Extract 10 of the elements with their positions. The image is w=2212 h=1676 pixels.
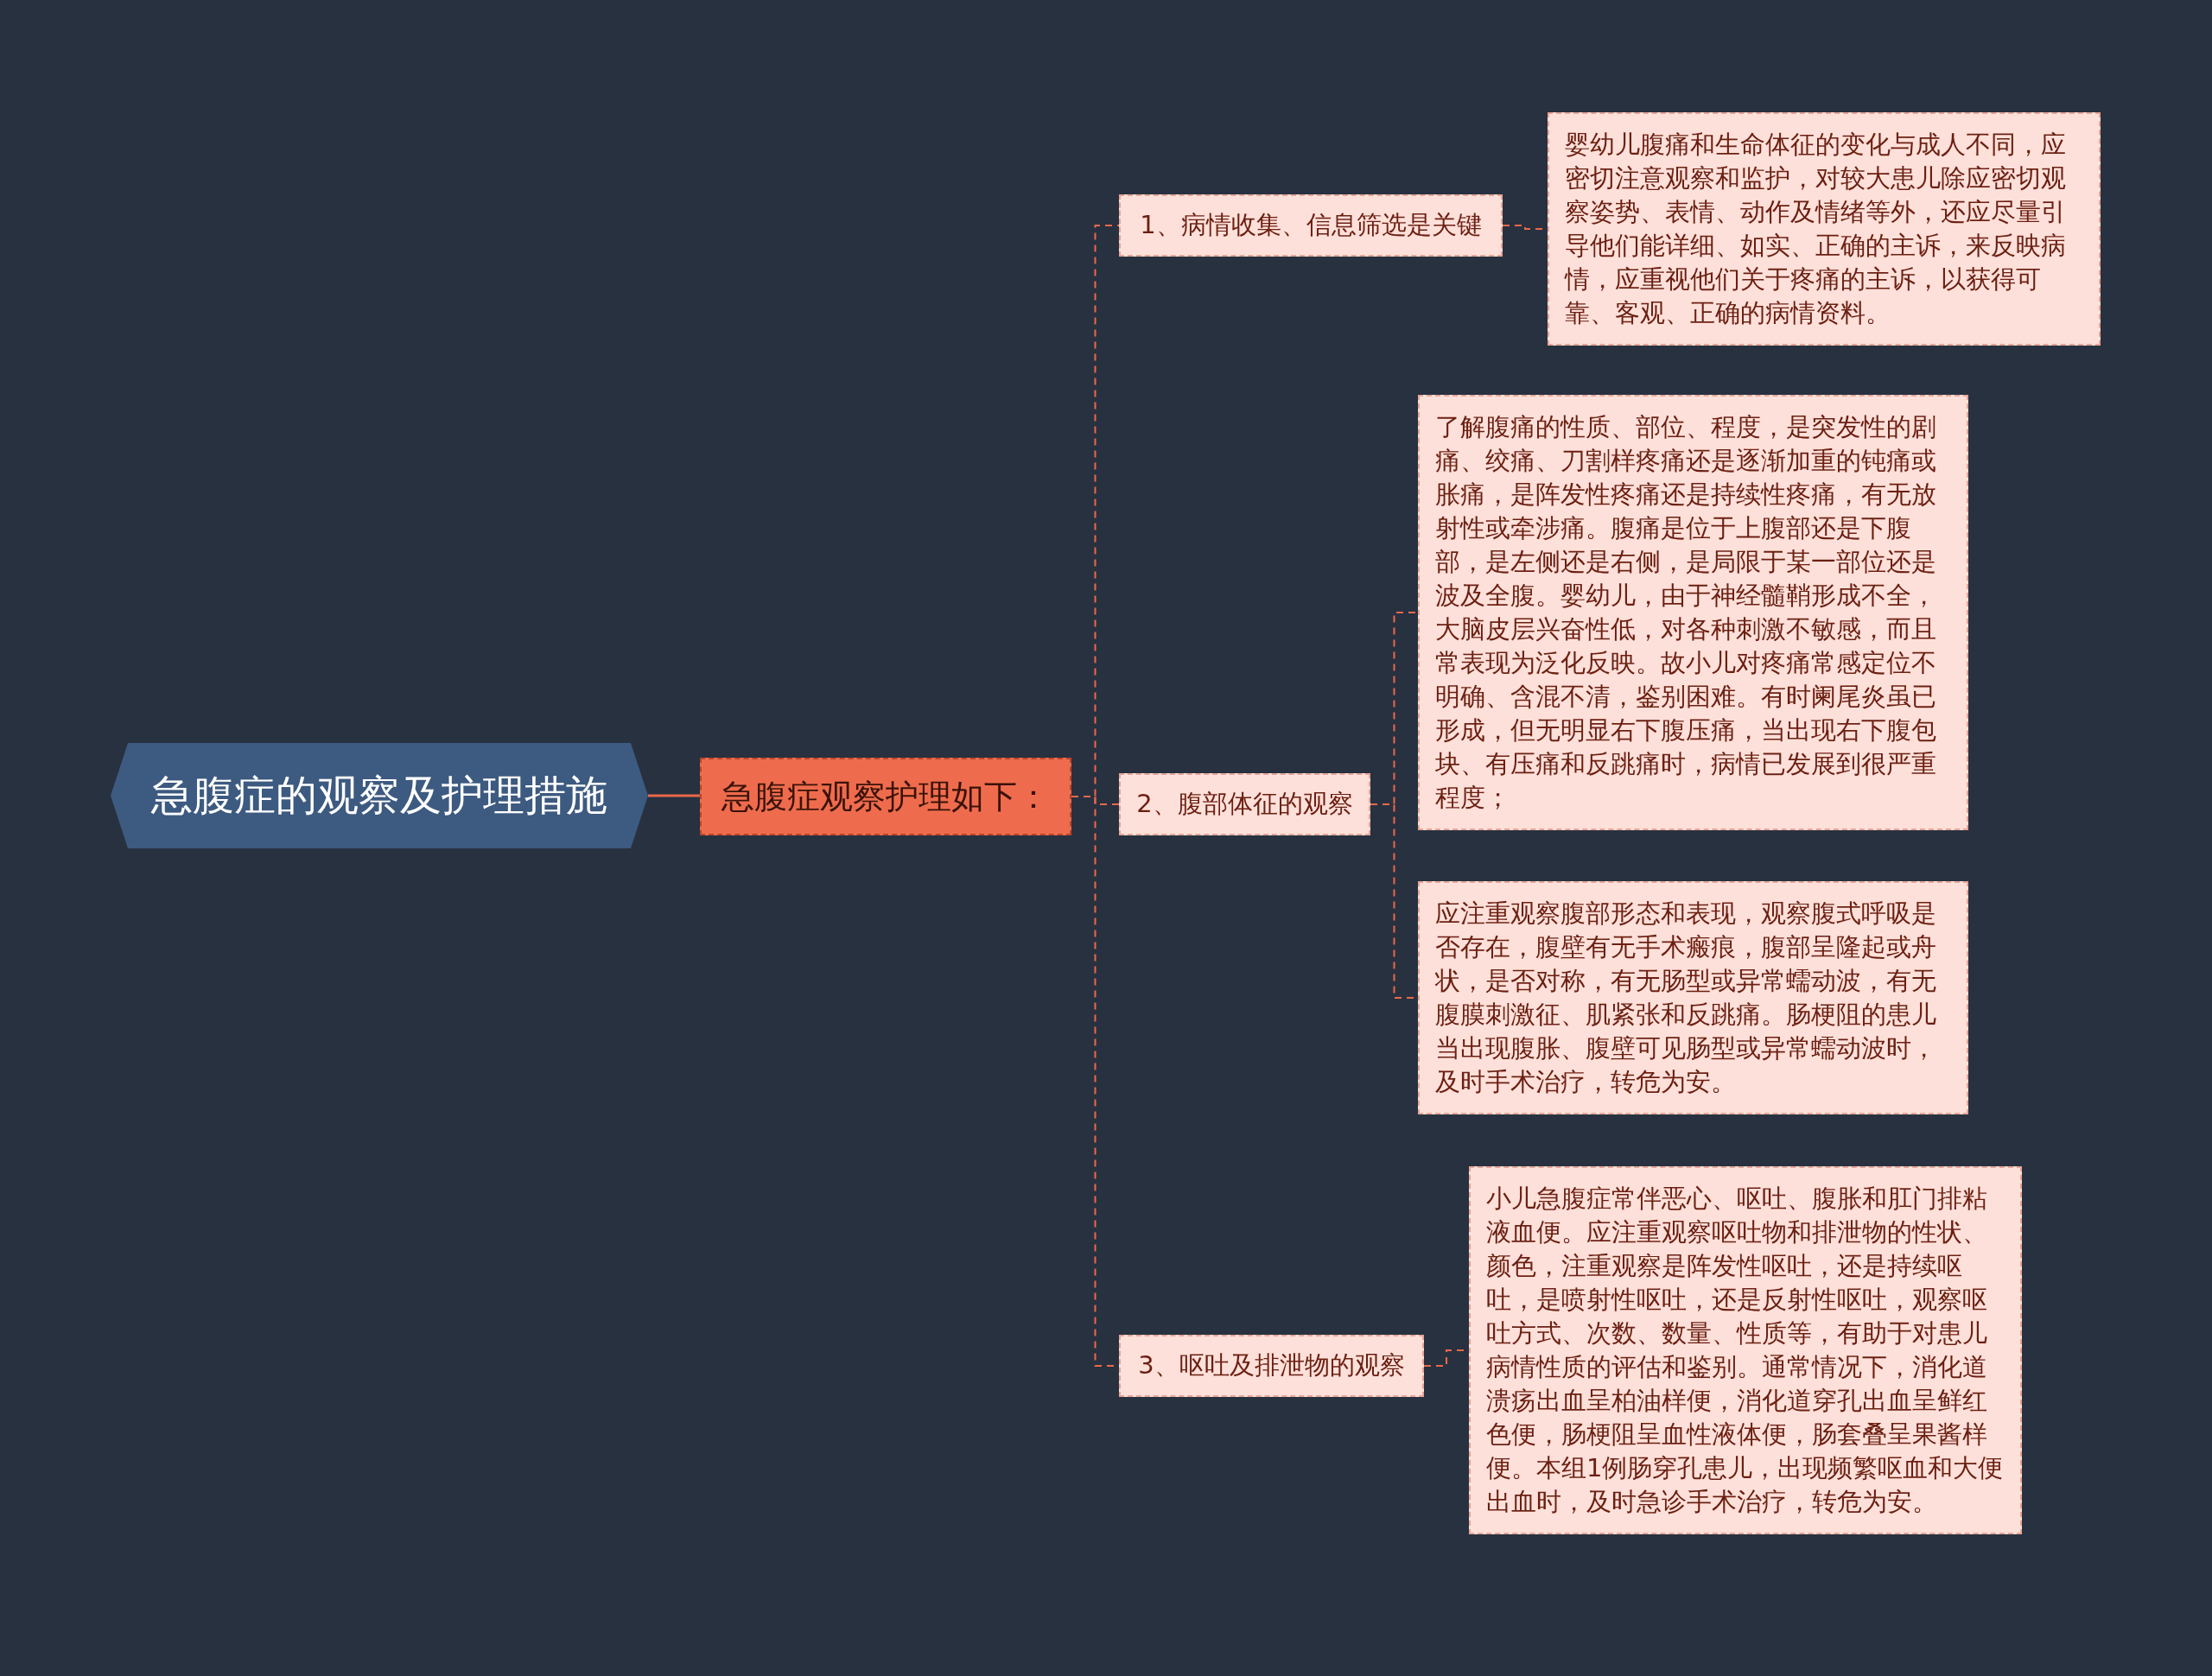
- text-box: 婴幼儿腹痛和生命体征的变化与成人不同，应密切注意观察和监护，对较大患儿除应密切观察姿势、表情、动作及情绪等外，还应尽量引导他们能详细、如实、正确的主诉，来反映病情，应重视他们关于疼痛的主诉，以获得可靠、客观、正确的病情资料。: [1548, 112, 2101, 346]
- topic-box: 2、腹部体征的观察: [1119, 773, 1370, 835]
- topic-box: 3、呕吐及排泄物的观察: [1119, 1335, 1424, 1397]
- text-box: 了解腹痛的性质、部位、程度，是突发性的剧痛、绞痛、刀割样疼痛还是逐渐加重的钝痛或胀痛，是阵发性疼痛还是持续性疼痛，有无放射性或牵涉痛。腹痛是位于上腹部还是下腹部，是左侧还是右侧，是局限于某一部位还是波及全腹。婴幼儿，由于神经髓鞘形成不全，大脑皮层兴奋性低，对各种刺激不敏感，而且常表现为泛化反映。故小儿对疼痛常感定位不明确、含混不清，鉴别困难。有时阑尾炎虽已形成，但无明显右下腹压痛，当出现右下腹包块、有压痛和反跳痛时，病情已发展到很严重程度；: [1418, 395, 1968, 830]
- connector: [648, 794, 700, 797]
- text-box: 应注重观察腹部形态和表现，观察腹式呼吸是否存在，腹壁有无手术瘢痕，腹部呈隆起或舟状，是否对称，有无肠型或异常蠕动波，有无腹膜刺激征、肌紧张和反跳痛。肠梗阻的患儿当出现腹胀、腹壁可见肠型或异常蠕动波时，及时手术治疗，转危为安。: [1418, 881, 1968, 1114]
- branch-box: 急腹症观察护理如下：: [700, 758, 1071, 835]
- topic-title: 急腹症的观察及护理措施: [151, 770, 607, 821]
- text-box: 小儿急腹症常伴恶心、呕吐、腹胀和肛门排粘液血便。应注重观察呕吐物和排泄物的性状、颜色，注重观察是阵发性呕吐，还是持续呕吐，是喷射性呕吐，还是反射性呕吐，观察呕吐方式、次数、数量、性质等，有助于对患儿病情性质的评估和鉴别。通常情况下，消化道溃疡出血呈柏油样便，消化道穿孔出血呈鲜红色便，肠梗阻呈血性液体便，肠套叠呈果酱样便。本组1例肠穿孔患儿，出现频繁呕血和大便出血时，及时急诊手术治疗，转危为安。: [1469, 1166, 2022, 1534]
- topic-box: 1、病情收集、信息筛选是关键: [1119, 194, 1503, 257]
